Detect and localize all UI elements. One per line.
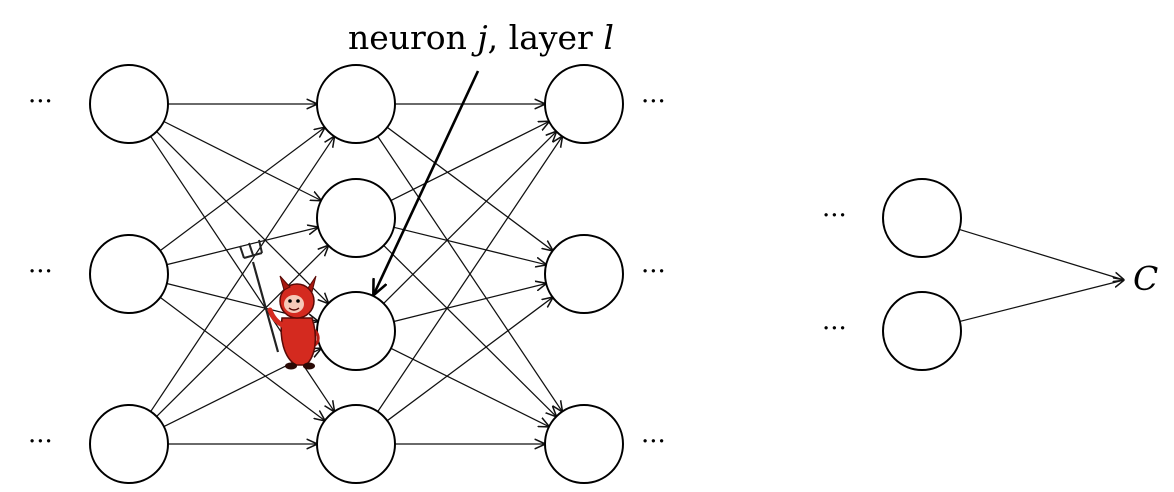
edge-layer1-to-layer2 (393, 283, 546, 323)
edge-to-cost (959, 280, 1124, 323)
annotation-layer-index: l (603, 18, 614, 57)
neuron-layer2 (544, 64, 624, 144)
edge-layer0-to-layer1 (159, 127, 325, 252)
ellipsis-final: ··· (822, 201, 847, 231)
neuron-layer2 (544, 404, 624, 484)
annotation-middle: , layer (488, 18, 604, 57)
edge-layer0-to-layer1 (156, 246, 329, 417)
neurons (89, 64, 962, 484)
edge-layer1-to-layer2 (383, 245, 557, 416)
edge-layer0-to-layer1 (156, 131, 329, 304)
ellipsis-left: ··· (28, 87, 53, 117)
neuron-layer1 (316, 178, 396, 258)
edge-layer1-to-layer2 (390, 347, 549, 426)
ellipsis-marks: ··· ··· ··· ··· ··· ··· ··· ··· (28, 87, 847, 457)
edge-layer1-to-layer2 (383, 132, 557, 304)
edge-layer1-to-layer2 (393, 226, 546, 264)
edge-layer1-to-layer2 (386, 126, 552, 250)
edge-layer0-to-layer1 (163, 120, 321, 201)
neuron-layer1 (316, 404, 396, 484)
edge-layer1-to-layer2 (390, 121, 549, 202)
ellipsis-right: ··· (641, 427, 666, 457)
neuron-layer0 (89, 64, 169, 144)
neuron-layer0 (89, 404, 169, 484)
ellipsis-left: ··· (28, 257, 53, 287)
devil-with-pitchfork-icon (239, 239, 320, 370)
neuron-layer2 (544, 234, 624, 314)
ellipsis-right: ··· (641, 257, 666, 287)
neuron-final-layer (882, 178, 962, 258)
edge-layer0-to-layer1 (150, 136, 335, 412)
edge-layer1-to-layer2 (386, 297, 552, 422)
neuron-highlighted (316, 291, 396, 371)
neuron-final-layer (882, 291, 962, 371)
ellipsis-left: ··· (28, 427, 53, 457)
annotation-prefix: neuron (348, 18, 477, 57)
ellipsis-final: ··· (822, 314, 847, 344)
edge-layer1-to-layer2 (377, 136, 563, 412)
edge-layer0-to-layer1 (159, 296, 325, 420)
output-cost-label: C (1133, 259, 1158, 298)
neuron-layer1 (316, 64, 396, 144)
annotation-label: neuron j, layer l (348, 18, 614, 57)
neuron-layer0 (89, 234, 169, 314)
annotation-arrow (374, 70, 480, 294)
edge-layer0-to-layer1 (166, 227, 318, 266)
edge-to-cost (959, 228, 1124, 280)
ellipsis-right: ··· (641, 87, 666, 117)
connection-edges (150, 104, 1124, 444)
